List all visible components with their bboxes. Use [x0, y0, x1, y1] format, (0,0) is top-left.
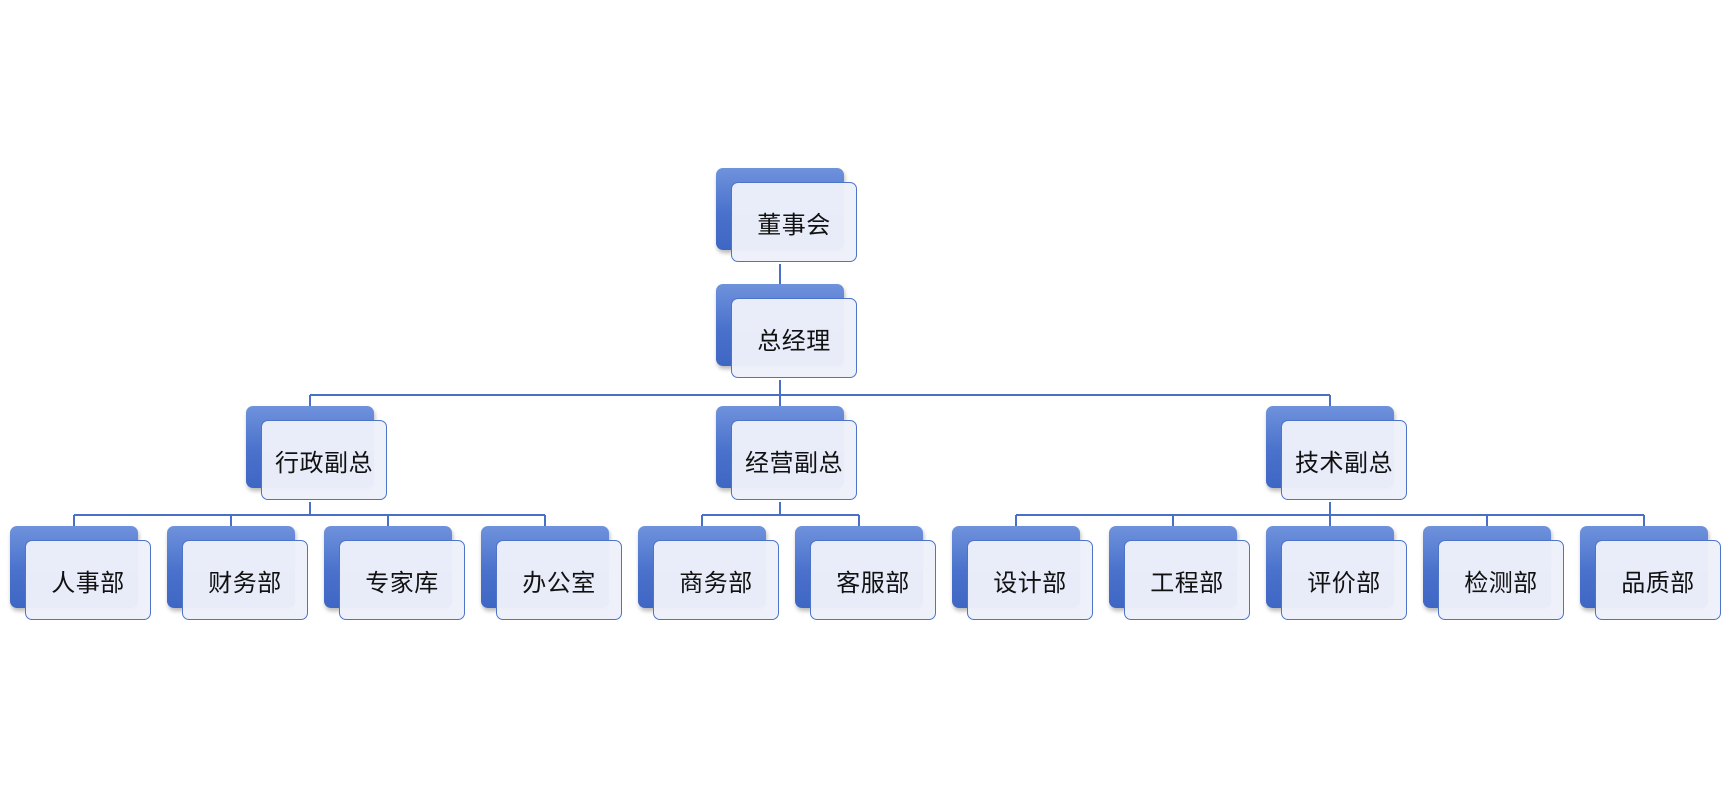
node-dept-engineering-box: 工程部	[1124, 540, 1250, 620]
node-dept-experts: 专家库	[324, 526, 465, 620]
node-vp-admin-label: 行政副总	[275, 448, 373, 477]
node-dept-testing-label: 检测部	[1464, 568, 1538, 597]
node-dept-service-label: 客服部	[836, 568, 910, 597]
node-dept-quality-label: 品质部	[1621, 568, 1695, 597]
node-dept-engineering: 工程部	[1109, 526, 1250, 620]
node-dept-service-box: 客服部	[810, 540, 936, 620]
node-vp-business-label: 经营副总	[745, 448, 843, 477]
node-dept-evaluation: 评价部	[1266, 526, 1407, 620]
node-board-label: 董事会	[757, 210, 831, 239]
node-vp-admin: 行政副总	[246, 406, 387, 500]
node-dept-office-box: 办公室	[496, 540, 622, 620]
node-dept-commerce: 商务部	[638, 526, 779, 620]
node-dept-engineering-label: 工程部	[1150, 568, 1224, 597]
node-vp-business: 经营副总	[716, 406, 857, 500]
node-dept-design-box: 设计部	[967, 540, 1093, 620]
node-vp-tech-box: 技术副总	[1281, 420, 1407, 500]
node-dept-testing-box: 检测部	[1438, 540, 1564, 620]
node-dept-testing: 检测部	[1423, 526, 1564, 620]
node-vp-tech: 技术副总	[1266, 406, 1407, 500]
node-vp-business-box: 经营副总	[731, 420, 857, 500]
node-dept-quality-box: 品质部	[1595, 540, 1721, 620]
node-vp-tech-label: 技术副总	[1295, 448, 1393, 477]
node-dept-office: 办公室	[481, 526, 622, 620]
node-dept-hr: 人事部	[10, 526, 151, 620]
node-dept-design-label: 设计部	[993, 568, 1067, 597]
node-dept-experts-box: 专家库	[339, 540, 465, 620]
node-board-box: 董事会	[731, 182, 857, 262]
node-dept-design: 设计部	[952, 526, 1093, 620]
node-dept-experts-label: 专家库	[365, 568, 439, 597]
node-dept-commerce-label: 商务部	[679, 568, 753, 597]
node-board: 董事会	[716, 168, 857, 262]
node-dept-evaluation-label: 评价部	[1307, 568, 1381, 597]
node-general-manager-box: 总经理	[731, 298, 857, 378]
node-dept-finance: 财务部	[167, 526, 308, 620]
node-general-manager-label: 总经理	[757, 326, 831, 355]
node-dept-service: 客服部	[795, 526, 936, 620]
node-dept-hr-label: 人事部	[51, 568, 125, 597]
node-dept-hr-box: 人事部	[25, 540, 151, 620]
node-dept-evaluation-box: 评价部	[1281, 540, 1407, 620]
node-dept-finance-label: 财务部	[208, 568, 282, 597]
node-dept-office-label: 办公室	[522, 568, 596, 597]
node-dept-finance-box: 财务部	[182, 540, 308, 620]
node-dept-commerce-box: 商务部	[653, 540, 779, 620]
node-vp-admin-box: 行政副总	[261, 420, 387, 500]
node-general-manager: 总经理	[716, 284, 857, 378]
node-dept-quality: 品质部	[1580, 526, 1721, 620]
